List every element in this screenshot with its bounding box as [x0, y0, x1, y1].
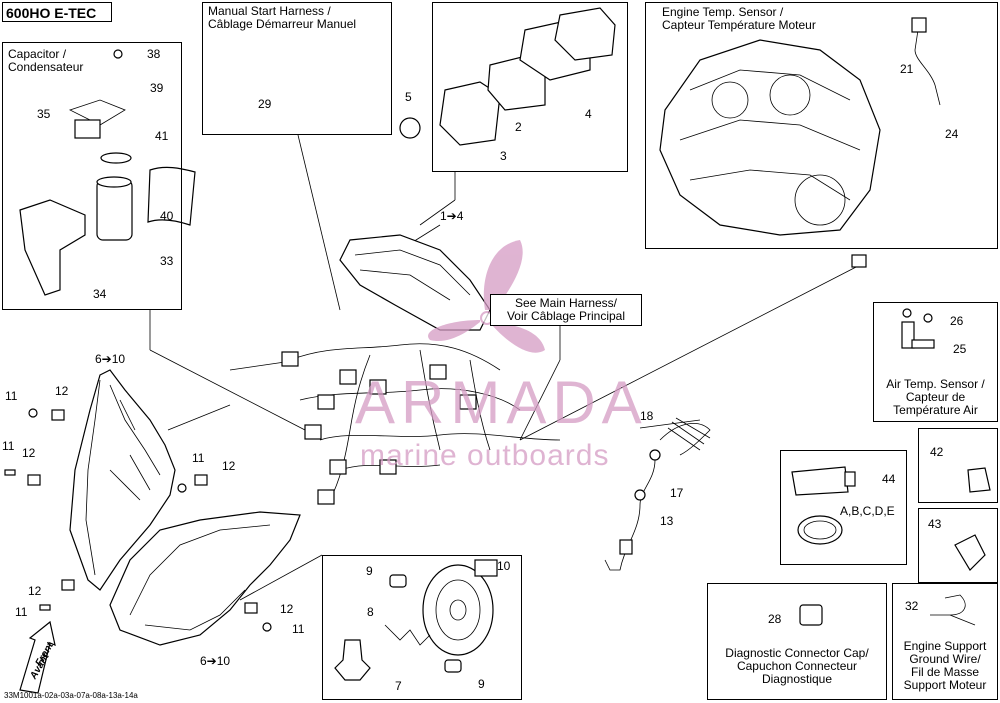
callout-34: 34 — [93, 287, 107, 301]
capacitor-box — [2, 42, 182, 310]
callout-17: 17 — [670, 486, 684, 500]
callout-1-to-4: 1➔4 — [440, 209, 464, 223]
air-temp-box — [873, 302, 998, 422]
tether-and-lanyard — [604, 417, 711, 571]
capacitor-label-1: Capacitor / — [8, 47, 67, 61]
headlamp-components — [334, 559, 498, 681]
engine-drawing — [659, 17, 941, 236]
callout-12-e: 12 — [280, 602, 294, 616]
callout-32: 32 — [905, 599, 919, 613]
diagnostic-label-1: Diagnostic Connector Cap/ — [725, 646, 869, 660]
callout-2: 2 — [515, 120, 522, 134]
ground-wire-box — [892, 583, 998, 700]
callout-40: 40 — [160, 209, 174, 223]
grease-tube-and-clamp — [791, 466, 856, 545]
capacitor-parts — [19, 49, 196, 296]
manual-start-box — [202, 2, 392, 135]
air-temp-label-1: Air Temp. Sensor / — [886, 377, 985, 391]
callout-41: 41 — [155, 129, 169, 143]
leader-lines — [149, 134, 701, 601]
callout-12-a: 12 — [55, 384, 69, 398]
main-harness-label-1: See Main Harness/ — [514, 296, 618, 310]
engine-temp-box — [645, 2, 998, 249]
callout-28: 28 — [768, 612, 782, 626]
callout-13: 13 — [660, 514, 674, 528]
diagram-title: 600HO E-TEC — [2, 2, 112, 22]
air-temp-label-3: Température Air — [893, 403, 978, 417]
callout-6-to-10-top: 6➔10 — [95, 352, 126, 366]
air-temp-sensor — [901, 308, 935, 349]
manual-start-label-1: Manual Start Harness / — [208, 4, 331, 18]
callout-18: 18 — [640, 409, 654, 423]
main-harness — [281, 254, 867, 505]
callout-11-c: 11 — [192, 451, 205, 465]
diagnostic-and-ground-parts — [799, 594, 976, 626]
main-harness-box — [490, 294, 642, 326]
callout-38: 38 — [147, 47, 161, 61]
callout-12-b: 12 — [22, 446, 36, 460]
callout-21: 21 — [900, 62, 914, 76]
callout-5: 5 — [405, 90, 412, 104]
callout-9-bottom: 9 — [478, 677, 485, 691]
callout-11-a: 11 — [5, 389, 18, 403]
watermark-tagline: marine outboards — [360, 439, 610, 472]
sealant-box — [780, 450, 907, 565]
callout-4: 4 — [585, 107, 592, 121]
diagnostic-box — [707, 583, 887, 700]
callout-12-d: 12 — [28, 584, 42, 598]
callout-11-b: 11 — [2, 439, 15, 453]
gauge-cluster — [339, 234, 491, 331]
callout-24: 24 — [945, 127, 959, 141]
callout-6-to-10-bottom: 6➔10 — [200, 654, 231, 668]
callout-35: 35 — [37, 107, 51, 121]
clip-43-box — [918, 508, 998, 583]
fasteners — [4, 408, 272, 632]
callout-11-e: 11 — [292, 622, 305, 636]
callout-29: 29 — [258, 97, 272, 111]
clip-42-box — [918, 428, 998, 503]
callout-abcde: A,B,C,D,E — [840, 504, 895, 518]
main-harness-label-2: Voir Câblage Principal — [506, 309, 626, 323]
callout-12-c: 12 — [222, 459, 236, 473]
air-temp-label-2: Capteur de — [905, 390, 966, 404]
ground-wire-label-3: Fil de Masse — [910, 665, 980, 679]
headlight-lens — [109, 511, 301, 646]
capacitor-label-2: Condensateur — [8, 60, 84, 74]
gauge-parts — [399, 7, 616, 146]
callout-11-d: 11 — [15, 605, 28, 619]
ground-wire-label-2: Ground Wire/ — [909, 652, 981, 666]
callout-44: 44 — [882, 472, 896, 486]
footer-code: 33M1001a-02a-03a-07a-08a-13a-14a — [4, 691, 138, 700]
ground-wire-label-4: Support Moteur — [903, 678, 987, 692]
callout-42: 42 — [930, 445, 944, 459]
callout-7: 7 — [395, 679, 402, 693]
diagnostic-label-2: Capuchon Connecteur — [736, 659, 858, 673]
diagnostic-label-3: Diagnostique — [761, 672, 833, 686]
callout-9-top: 9 — [366, 564, 373, 578]
callout-10: 10 — [497, 559, 511, 573]
front-arrow-icon — [19, 620, 56, 694]
clips — [954, 467, 991, 571]
callout-3: 3 — [500, 149, 507, 163]
callout-8: 8 — [367, 605, 374, 619]
callout-43: 43 — [928, 517, 942, 531]
engine-temp-label-2: Capteur Température Moteur — [662, 18, 816, 32]
watermark-brand: ARMADA — [355, 369, 648, 436]
callout-25: 25 — [953, 342, 967, 356]
callout-33: 33 — [160, 254, 174, 268]
headlamp-parts-box — [322, 555, 522, 700]
engine-temp-label-1: Engine Temp. Sensor / — [662, 5, 784, 19]
callout-39: 39 — [150, 81, 164, 95]
ground-wire-label-1: Engine Support — [903, 639, 987, 653]
manual-start-label-2: Câblage Démarreur Manuel — [208, 17, 357, 31]
headlight-housing — [69, 369, 176, 591]
gauge-parts-box — [432, 2, 628, 172]
callout-26: 26 — [950, 314, 964, 328]
